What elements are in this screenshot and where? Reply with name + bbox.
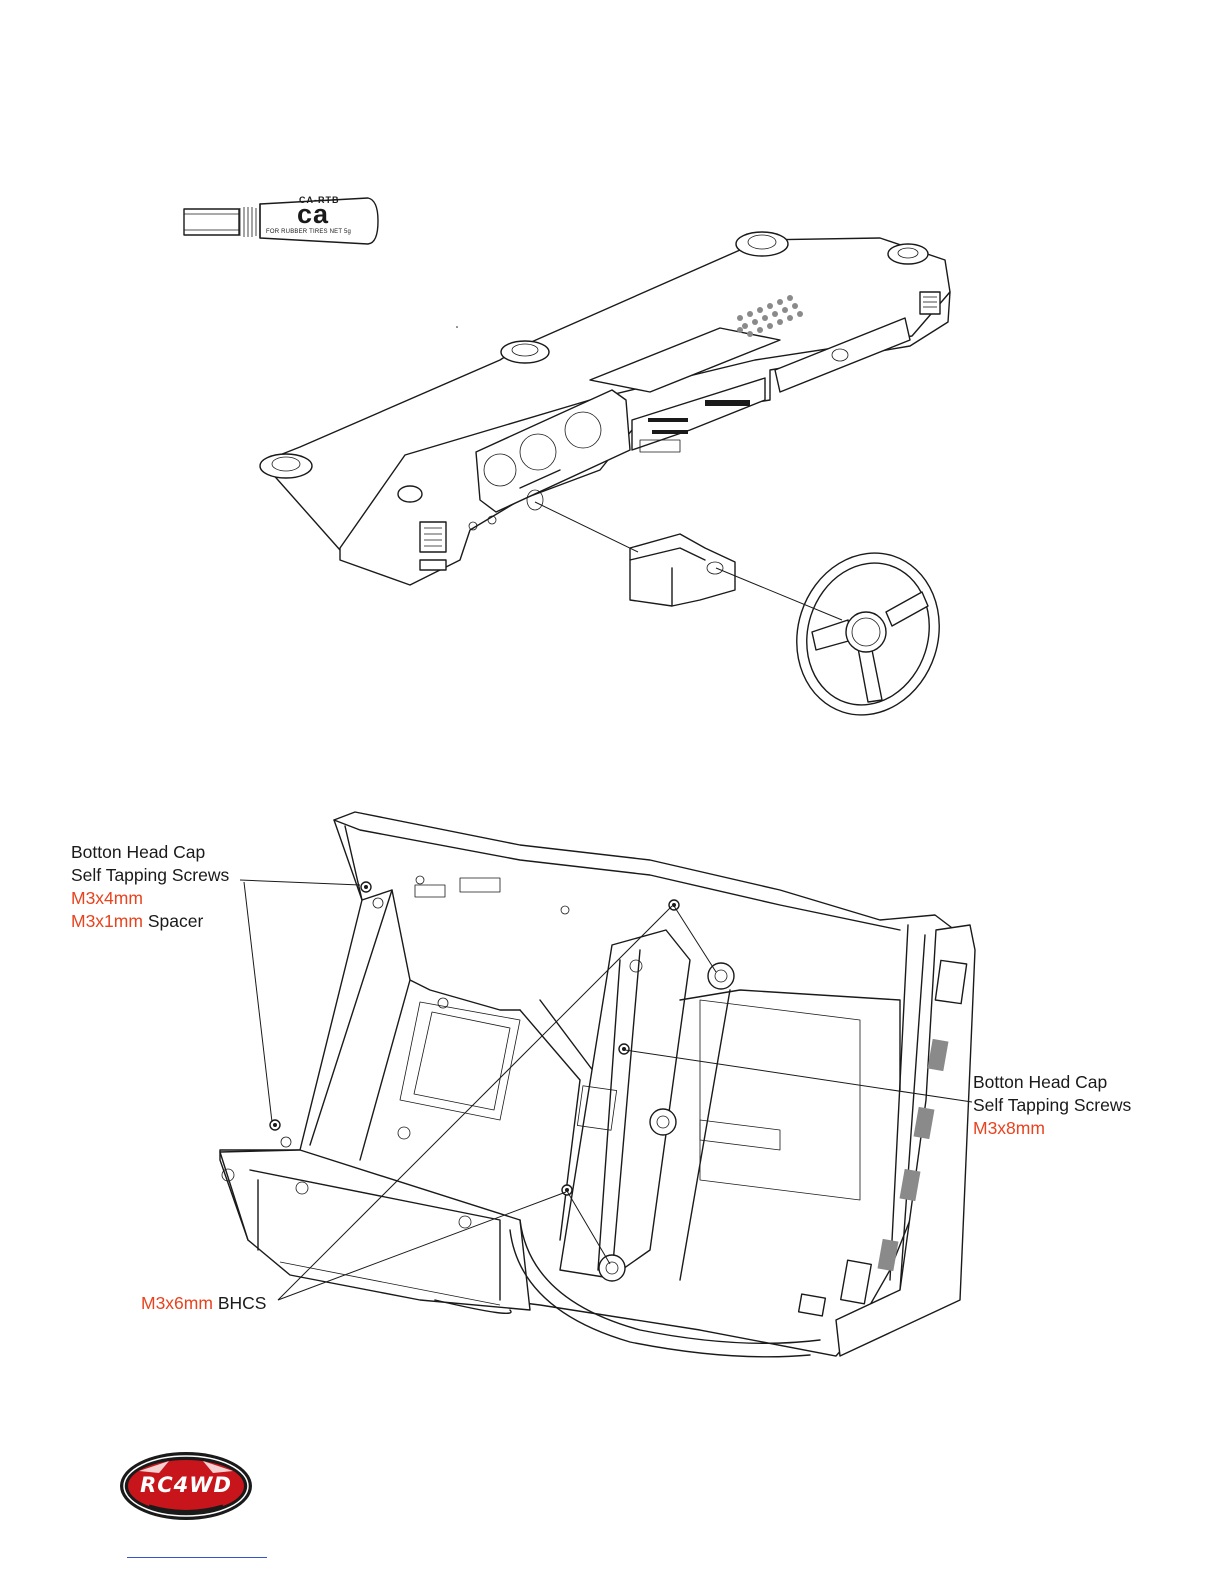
callout-line: Self Tapping Screws [71, 864, 229, 887]
callout-label: BHCS [218, 1293, 267, 1313]
rc4wd-logo: RC4WD [119, 1451, 253, 1521]
callout-line: Botton Head Cap [973, 1071, 1131, 1094]
callout-size: M3x6mm [141, 1293, 213, 1313]
glue-big-label: ca [297, 202, 329, 226]
callout-line: Self Tapping Screws [973, 1094, 1131, 1117]
glue-tube-illustration [184, 198, 378, 244]
dashboard-illustration [260, 232, 950, 585]
glue-small-label: FOR RUBBER TIRES NET 5g [266, 229, 351, 235]
callout-m3x6-bhcs: M3x6mm BHCS [141, 1292, 266, 1315]
callout-spacer-size: M3x1mm [71, 911, 143, 931]
dash-underside-illustration [220, 812, 975, 1357]
logo-text: RC4WD [119, 1473, 253, 1497]
callout-m3x8-screws: Botton Head Cap Self Tapping Screws M3x8… [973, 1071, 1131, 1140]
steering-column-illustration [630, 534, 735, 606]
footer-link-underline[interactable] [127, 1557, 267, 1558]
callout-line: Botton Head Cap [71, 841, 229, 864]
callout-m3x4-screws: Botton Head Cap Self Tapping Screws M3x4… [71, 841, 229, 933]
callout-size: M3x4mm [71, 887, 229, 910]
callout-size: M3x8mm [973, 1117, 1131, 1140]
callout-spacer-label: Spacer [148, 911, 203, 931]
steering-wheel-illustration [776, 534, 960, 733]
